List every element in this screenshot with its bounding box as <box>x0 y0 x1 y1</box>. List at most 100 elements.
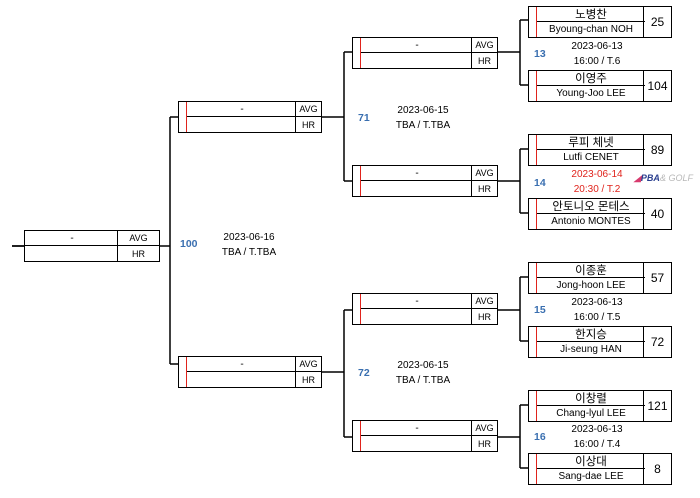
final-date: 2023-06-16 <box>223 232 275 243</box>
final-hr-label: HR <box>117 246 159 261</box>
logo-mark: ◢ <box>634 173 641 183</box>
player-name-english: Jong-hoon LEE <box>556 280 626 291</box>
player-box-ji-seung-han[interactable]: 한지승 Ji-seung HAN 72 <box>528 326 672 358</box>
player-name-korean: 한지승 <box>537 327 645 342</box>
quarterfinal-slot-4: - AVG HR <box>352 420 498 452</box>
player-score: 8 <box>643 454 671 484</box>
match-13-number: 13 <box>534 48 546 60</box>
semifinal-1-venue: TBA / T.TBA <box>395 120 451 131</box>
player-box-jong-hoon-lee[interactable]: 이종훈 Jong-hoon LEE 57 <box>528 262 672 294</box>
slot-accent <box>529 327 537 357</box>
match-15-number: 15 <box>534 304 546 316</box>
player-name-korean: 이창렬 <box>537 391 645 406</box>
semifinal-2-venue: TBA / T.TBA <box>395 375 451 386</box>
quarterfinal-3-avg-label: AVG <box>471 294 497 309</box>
semifinal-1-avg-label: AVG <box>295 102 321 117</box>
quarterfinal-slot-3: - AVG HR <box>352 293 498 325</box>
slot-accent <box>353 421 361 451</box>
quarterfinal-slot-2: - AVG HR <box>352 165 498 197</box>
quarterfinal-4-hr-label: HR <box>471 436 497 451</box>
final-player-name: - <box>25 231 119 246</box>
quarterfinal-2-player-name: - <box>361 166 473 181</box>
player-box-young-joo-lee[interactable]: 이영주 Young-Joo LEE 104 <box>528 70 672 102</box>
player-name-korean: 이영주 <box>537 71 645 86</box>
player-name-korean: 노병찬 <box>537 7 645 22</box>
player-name-korean: 이상대 <box>537 454 645 469</box>
player-score: 121 <box>643 391 671 421</box>
player-box-chang-lyul-lee[interactable]: 이창렬 Chang-lyul LEE 121 <box>528 390 672 422</box>
slot-accent <box>529 263 537 293</box>
slot-accent <box>179 357 187 387</box>
semifinal-slot-1: - AVG HR <box>178 101 322 133</box>
pba-golf-logo-icon[interactable]: ◢PBA& GOLF <box>634 173 693 184</box>
quarterfinal-2-avg-label: AVG <box>471 166 497 181</box>
match-14-time-table: 20:30 / T.2 <box>573 184 621 195</box>
match-16-number: 16 <box>534 431 546 443</box>
player-score: 40 <box>643 199 671 229</box>
semifinal-1-hr-label: HR <box>295 117 321 132</box>
player-name-korean: 이종훈 <box>537 263 645 278</box>
quarterfinal-1-player-name: - <box>361 38 473 53</box>
final-avg-label: AVG <box>117 231 159 246</box>
quarterfinal-3-player-name: - <box>361 294 473 309</box>
semifinal-1-date: 2023-06-15 <box>397 105 449 116</box>
semifinal-2-avg-label: AVG <box>295 357 321 372</box>
match-16-time-table: 16:00 / T.4 <box>573 439 621 450</box>
match-15-date: 2023-06-13 <box>571 297 623 308</box>
player-score: 57 <box>643 263 671 293</box>
slot-accent <box>353 294 361 324</box>
player-name-english: Sang-dae LEE <box>558 471 624 482</box>
quarterfinal-1-avg-label: AVG <box>471 38 497 53</box>
match-13-time-table: 16:00 / T.6 <box>573 56 621 67</box>
match-14-number: 14 <box>534 177 546 189</box>
semifinal-1-player-name: - <box>187 102 297 117</box>
quarterfinal-1-hr-label: HR <box>471 53 497 68</box>
match-13-date: 2023-06-13 <box>571 41 623 52</box>
player-name-korean: 루피 체넷 <box>537 135 645 150</box>
match-16-date: 2023-06-13 <box>571 424 623 435</box>
final-slot: - AVG HR <box>24 230 160 262</box>
player-name-english: Lutfi CENET <box>563 152 619 163</box>
slot-accent <box>529 454 537 484</box>
quarterfinal-4-avg-label: AVG <box>471 421 497 436</box>
semifinal-2-hr-label: HR <box>295 372 321 387</box>
player-name-english: Young-Joo LEE <box>556 88 626 99</box>
logo-brand: PBA <box>640 173 660 183</box>
semifinal-2-date: 2023-06-15 <box>397 360 449 371</box>
slot-accent <box>529 199 537 229</box>
slot-accent <box>529 135 537 165</box>
slot-accent <box>353 166 361 196</box>
semifinal-2-player-name: - <box>187 357 297 372</box>
player-score: 104 <box>643 71 671 101</box>
player-name-english: Byoung-chan NOH <box>549 24 633 35</box>
slot-accent <box>529 71 537 101</box>
semifinal-slot-2: - AVG HR <box>178 356 322 388</box>
quarterfinal-slot-1: - AVG HR <box>352 37 498 69</box>
slot-accent <box>529 391 537 421</box>
player-name-english: Antonio MONTES <box>551 216 631 227</box>
match-14-date: 2023-06-14 <box>571 169 623 180</box>
match-15-time-table: 16:00 / T.5 <box>573 312 621 323</box>
slot-accent <box>179 102 187 132</box>
player-box-lutfi-cenet[interactable]: 루피 체넷 Lutfi CENET 89 <box>528 134 672 166</box>
player-score: 89 <box>643 135 671 165</box>
quarterfinal-3-hr-label: HR <box>471 309 497 324</box>
semifinal-2-match-number: 72 <box>358 367 370 379</box>
player-box-sang-dae-lee[interactable]: 이상대 Sang-dae LEE 8 <box>528 453 672 485</box>
player-name-korean: 안토니오 몬테스 <box>537 199 645 214</box>
player-name-english: Chang-lyul LEE <box>556 408 626 419</box>
slot-accent <box>529 7 537 37</box>
final-match-number: 100 <box>180 238 198 250</box>
player-score: 25 <box>643 7 671 37</box>
semifinal-1-match-number: 71 <box>358 112 370 124</box>
quarterfinal-4-player-name: - <box>361 421 473 436</box>
quarterfinal-2-hr-label: HR <box>471 181 497 196</box>
player-box-byoung-chan-noh[interactable]: 노병찬 Byoung-chan NOH 25 <box>528 6 672 38</box>
player-score: 72 <box>643 327 671 357</box>
final-venue: TBA / T.TBA <box>221 247 277 258</box>
slot-accent <box>353 38 361 68</box>
logo-suffix: & GOLF <box>659 173 693 183</box>
player-box-antonio-montes[interactable]: 안토니오 몬테스 Antonio MONTES 40 <box>528 198 672 230</box>
player-name-english: Ji-seung HAN <box>560 344 622 355</box>
